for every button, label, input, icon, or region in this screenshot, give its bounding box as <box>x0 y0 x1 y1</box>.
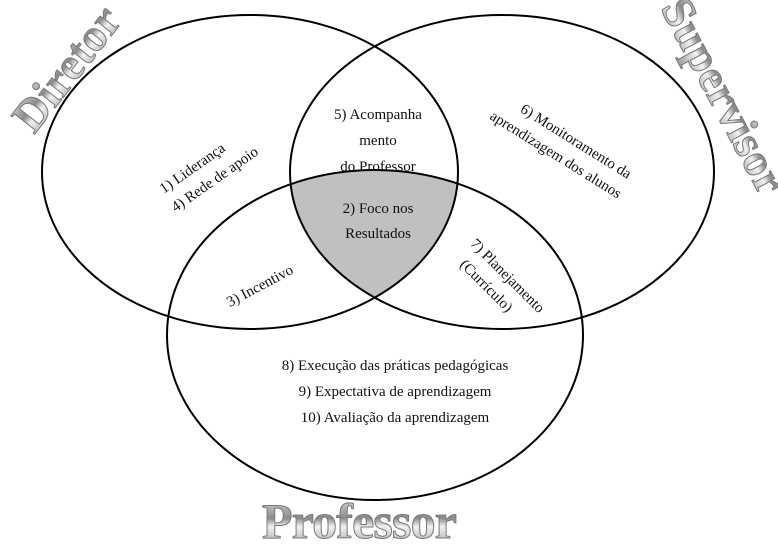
director-supervisor-region: 5) Acompanha mento do Professor <box>334 107 422 175</box>
region-item: 2) Foco nos <box>343 201 414 217</box>
region-item: do Professor <box>340 159 415 175</box>
region-item: Resultados <box>345 226 411 242</box>
supervisor-professor-region: 7) Planejamento (Currículo) <box>456 236 547 317</box>
region-item: 10) Avaliação da aprendizagem <box>301 410 490 426</box>
professor-only-region: 8) Execução das práticas pedagógicas 9) … <box>282 358 509 426</box>
director-professor-item: 3) Incentivo <box>224 262 296 310</box>
region-item: 9) Expectativa de aprendizagem <box>299 384 492 400</box>
region-item: 8) Execução das práticas pedagógicas <box>282 358 509 374</box>
supervisor-only-region: 6) Monitoramento da aprendizagem dos alu… <box>487 101 634 202</box>
director-label: Diretor <box>2 0 131 141</box>
director-circle <box>41 14 459 330</box>
all-three-region: 2) Foco nos Resultados <box>343 201 414 242</box>
center-intersection-fill <box>290 170 458 329</box>
region-item: mento <box>359 133 397 149</box>
professor-label: Professor <box>262 493 457 549</box>
professor-circle <box>166 169 584 501</box>
supervisor-circle <box>289 14 715 330</box>
region-item: 5) Acompanha <box>334 107 422 123</box>
director-only-region: 1) Liderança 4) Rede de apoio <box>157 140 262 216</box>
